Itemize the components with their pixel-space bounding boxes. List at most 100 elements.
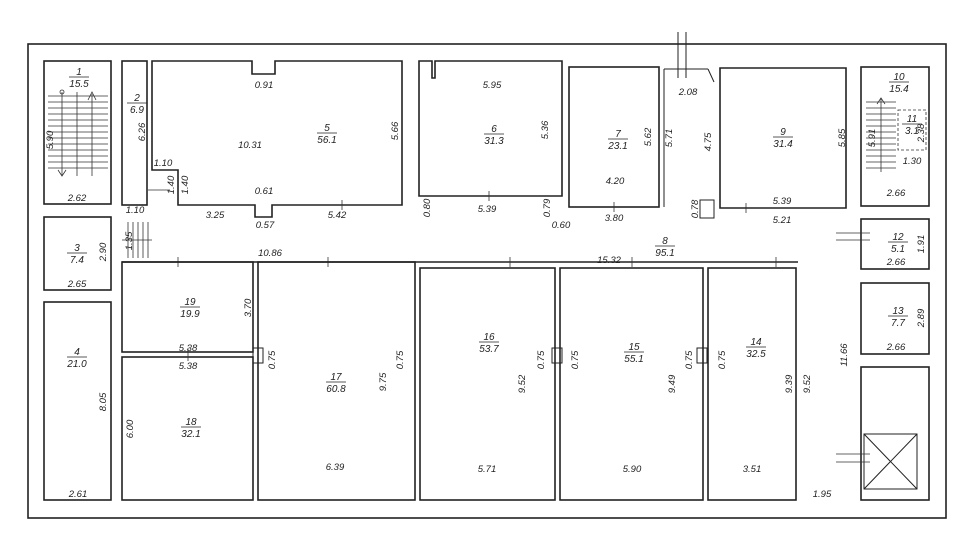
room-number-5: 5 <box>324 123 330 134</box>
dimension-label-56: 9.52 <box>517 374 528 393</box>
dimension-label-58: 0.75 <box>684 350 695 369</box>
room-number-11: 11 <box>907 114 917 125</box>
dimension-label-2: 2.62 <box>67 193 87 204</box>
room-1-walls <box>43 60 112 205</box>
room-number-18: 18 <box>185 417 197 428</box>
dimension-label-49: 6.00 <box>125 419 136 438</box>
room-area-12: 5.1 <box>891 244 905 255</box>
room-number-12: 12 <box>892 232 904 243</box>
stair-1-treads <box>48 92 108 176</box>
room-4-walls <box>43 301 112 501</box>
dimension-label-16: 0.61 <box>255 186 274 197</box>
dimension-label-50: 0.75 <box>267 350 278 369</box>
room-number-10: 10 <box>893 72 905 83</box>
dimension-label-5: 8.05 <box>98 392 109 411</box>
dimension-label-19: 5.42 <box>328 210 347 221</box>
dimension-label-23: 5.39 <box>478 204 497 215</box>
room-13-walls <box>860 282 930 355</box>
room-area-4: 21.0 <box>66 359 87 370</box>
shaft-walls <box>860 366 930 501</box>
stair-10-treads <box>866 97 927 172</box>
room-12-walls <box>860 218 930 270</box>
room-area-19: 19.9 <box>180 309 200 320</box>
room-6-walls <box>418 60 563 197</box>
dimension-label-20: 0.80 <box>422 198 433 217</box>
dimension-label-30: 5.71 <box>664 129 675 148</box>
dimension-label-46: 3.70 <box>243 298 254 317</box>
dimension-label-59: 0.75 <box>717 350 728 369</box>
room-area-15: 55.1 <box>624 354 643 365</box>
dimension-label-27: 4.20 <box>606 176 625 187</box>
room-area-1: 15.5 <box>69 79 89 90</box>
dimension-label-43: 2.66 <box>886 342 906 353</box>
dimension-label-22: 5.36 <box>540 120 551 139</box>
room-area-2: 6.9 <box>130 105 144 116</box>
corridor-steps <box>122 222 152 258</box>
room-area-5: 56.1 <box>317 135 336 146</box>
dimension-label-35: 5.21 <box>773 215 792 226</box>
room-number-8: 8 <box>662 236 668 247</box>
dimension-label-66: 1.95 <box>813 489 832 500</box>
room-number-4: 4 <box>74 347 80 358</box>
room-number-13: 13 <box>892 306 904 317</box>
room-area-9: 31.4 <box>773 139 793 150</box>
room-labels: 115.526.937.4421.0556.1631.3723.1895.193… <box>66 67 922 440</box>
dimension-label-17: 3.25 <box>206 210 225 221</box>
dimension-label-14: 5.66 <box>390 121 401 140</box>
dimension-label-1: 5.90 <box>45 130 56 149</box>
dimension-label-11: 1.35 <box>124 231 135 250</box>
room-15-walls <box>559 267 704 501</box>
dimension-label-63: 9.52 <box>802 374 813 393</box>
room-19-walls <box>121 261 254 353</box>
room-area-14: 32.5 <box>746 349 766 360</box>
dimension-label-37: 2.38 <box>916 123 927 143</box>
room-area-6: 31.3 <box>484 136 504 147</box>
dimension-label-60: 9.49 <box>667 374 678 393</box>
room-14-walls <box>707 267 797 501</box>
room-17-walls <box>257 261 416 501</box>
dimension-label-40: 1.91 <box>916 235 927 254</box>
dimension-label-61: 5.90 <box>623 464 642 475</box>
stair-1-arrows <box>57 89 97 177</box>
dimension-label-6: 2.61 <box>68 489 88 500</box>
dimension-label-45: 15.32 <box>597 255 621 266</box>
room-number-19: 19 <box>184 297 196 308</box>
dimension-label-32: 0.78 <box>690 199 701 218</box>
room-16-walls <box>419 267 556 501</box>
shaft-cross <box>863 433 918 490</box>
room-number-2: 2 <box>133 93 140 104</box>
dimension-label-33: 5.85 <box>837 128 848 147</box>
dimension-label-25: 0.60 <box>552 220 571 231</box>
room-area-11: 3.1 <box>905 126 919 137</box>
dimension-label-52: 9.75 <box>378 372 389 391</box>
dimension-label-29: 2.08 <box>678 87 698 98</box>
room-area-7: 23.1 <box>607 141 627 152</box>
dimension-label-26: 5.62 <box>643 127 654 146</box>
room-area-16: 53.7 <box>479 344 499 355</box>
room-2-walls <box>121 60 148 206</box>
room-number-14: 14 <box>750 337 762 348</box>
room-area-18: 32.1 <box>181 429 200 440</box>
dimension-label-39: 2.66 <box>886 188 906 199</box>
dimension-label-3: 2.90 <box>98 242 109 262</box>
dimension-label-62: 9.39 <box>784 374 795 393</box>
dimension-label-28: 3.80 <box>605 213 624 224</box>
room-area-10: 15.4 <box>889 84 909 95</box>
dimension-label-38: 1.30 <box>903 156 922 167</box>
dimension-labels: 5.902.622.902.658.052.616.261.101.401.10… <box>45 80 927 500</box>
dimension-label-47: 5.38 <box>179 343 198 354</box>
dimension-label-12: 0.91 <box>255 80 274 91</box>
room-3-walls <box>43 216 112 291</box>
room-number-17: 17 <box>330 372 342 383</box>
dimension-label-55: 0.75 <box>570 350 581 369</box>
dimension-label-15: 1.40 <box>180 175 191 194</box>
room-area-8: 95.1 <box>655 248 674 259</box>
dimension-label-34: 5.39 <box>773 196 792 207</box>
room-9-walls <box>719 67 847 209</box>
dimension-label-24: 0.79 <box>542 198 553 217</box>
dimension-label-8: 1.10 <box>154 158 173 169</box>
room-number-1: 1 <box>76 67 82 78</box>
room-area-13: 7.7 <box>891 318 905 329</box>
